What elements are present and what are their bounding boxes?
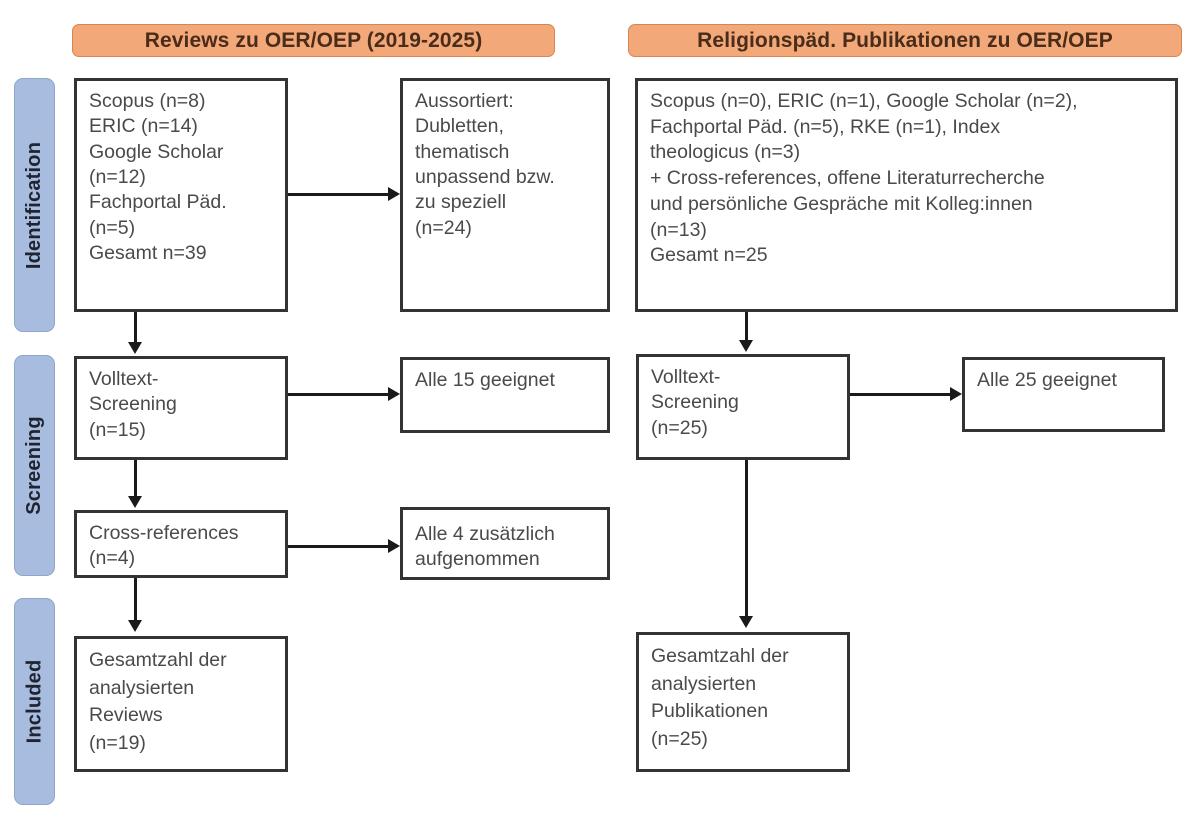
stage-label-identification: Identification	[14, 78, 55, 332]
box-left-included-total: Gesamtzahl der analysierten Reviews (n=1…	[74, 636, 288, 772]
stage-label-screening-text: Screening	[23, 416, 45, 515]
connector-left-sources-to-excluded	[288, 193, 388, 196]
connector-left-fulltext-to-eligible	[288, 393, 388, 396]
box-right-identification-sources: Scopus (n=0), ERIC (n=1), Google Scholar…	[635, 78, 1178, 312]
arrowhead-left-fulltext-to-eligible	[388, 387, 400, 401]
box-left-fulltext-screening: Volltext- Screening (n=15)	[74, 356, 288, 460]
box-right-all-eligible: Alle 25 geeignet	[962, 357, 1165, 432]
arrowhead-right-sources-to-fulltext	[739, 340, 753, 352]
stage-label-screening: Screening	[14, 355, 55, 576]
arrowhead-left-sources-to-excluded	[388, 187, 400, 201]
box-right-included-total: Gesamtzahl der analysierten Publikatione…	[636, 632, 850, 772]
column-header-left: Reviews zu OER/OEP (2019-2025)	[72, 24, 555, 57]
box-left-identification-sources: Scopus (n=8) ERIC (n=14) Google Scholar …	[74, 78, 288, 312]
box-right-fulltext-screening: Volltext- Screening (n=25)	[636, 354, 850, 460]
box-left-cross-references: Cross-references (n=4)	[74, 510, 288, 578]
connector-left-sources-to-fulltext	[134, 312, 137, 344]
arrowhead-left-fulltext-to-crossrefs	[128, 496, 142, 508]
box-left-all-added: Alle 4 zusätzlich aufgenommen	[400, 507, 610, 580]
connector-right-fulltext-to-included	[745, 460, 748, 618]
connector-right-fulltext-to-eligible	[850, 393, 950, 396]
arrowhead-left-crossrefs-to-added	[388, 539, 400, 553]
arrowhead-right-fulltext-to-included	[739, 616, 753, 628]
box-left-excluded: Aussortiert: Dubletten, thematisch unpas…	[400, 78, 610, 312]
connector-left-crossrefs-to-added	[288, 545, 388, 548]
arrowhead-left-crossrefs-to-included	[128, 620, 142, 632]
stage-label-included: Included	[14, 598, 55, 805]
connector-left-fulltext-to-crossrefs	[134, 460, 137, 498]
connector-left-crossrefs-to-included	[134, 578, 137, 622]
arrowhead-right-fulltext-to-eligible	[950, 387, 962, 401]
stage-label-identification-text: Identification	[23, 141, 45, 269]
arrowhead-left-sources-to-fulltext	[128, 342, 142, 354]
column-header-right: Religionspäd. Publikationen zu OER/OEP	[628, 24, 1182, 57]
box-left-all-eligible: Alle 15 geeignet	[400, 357, 610, 433]
connector-right-sources-to-fulltext	[745, 312, 748, 342]
stage-label-included-text: Included	[23, 659, 46, 744]
